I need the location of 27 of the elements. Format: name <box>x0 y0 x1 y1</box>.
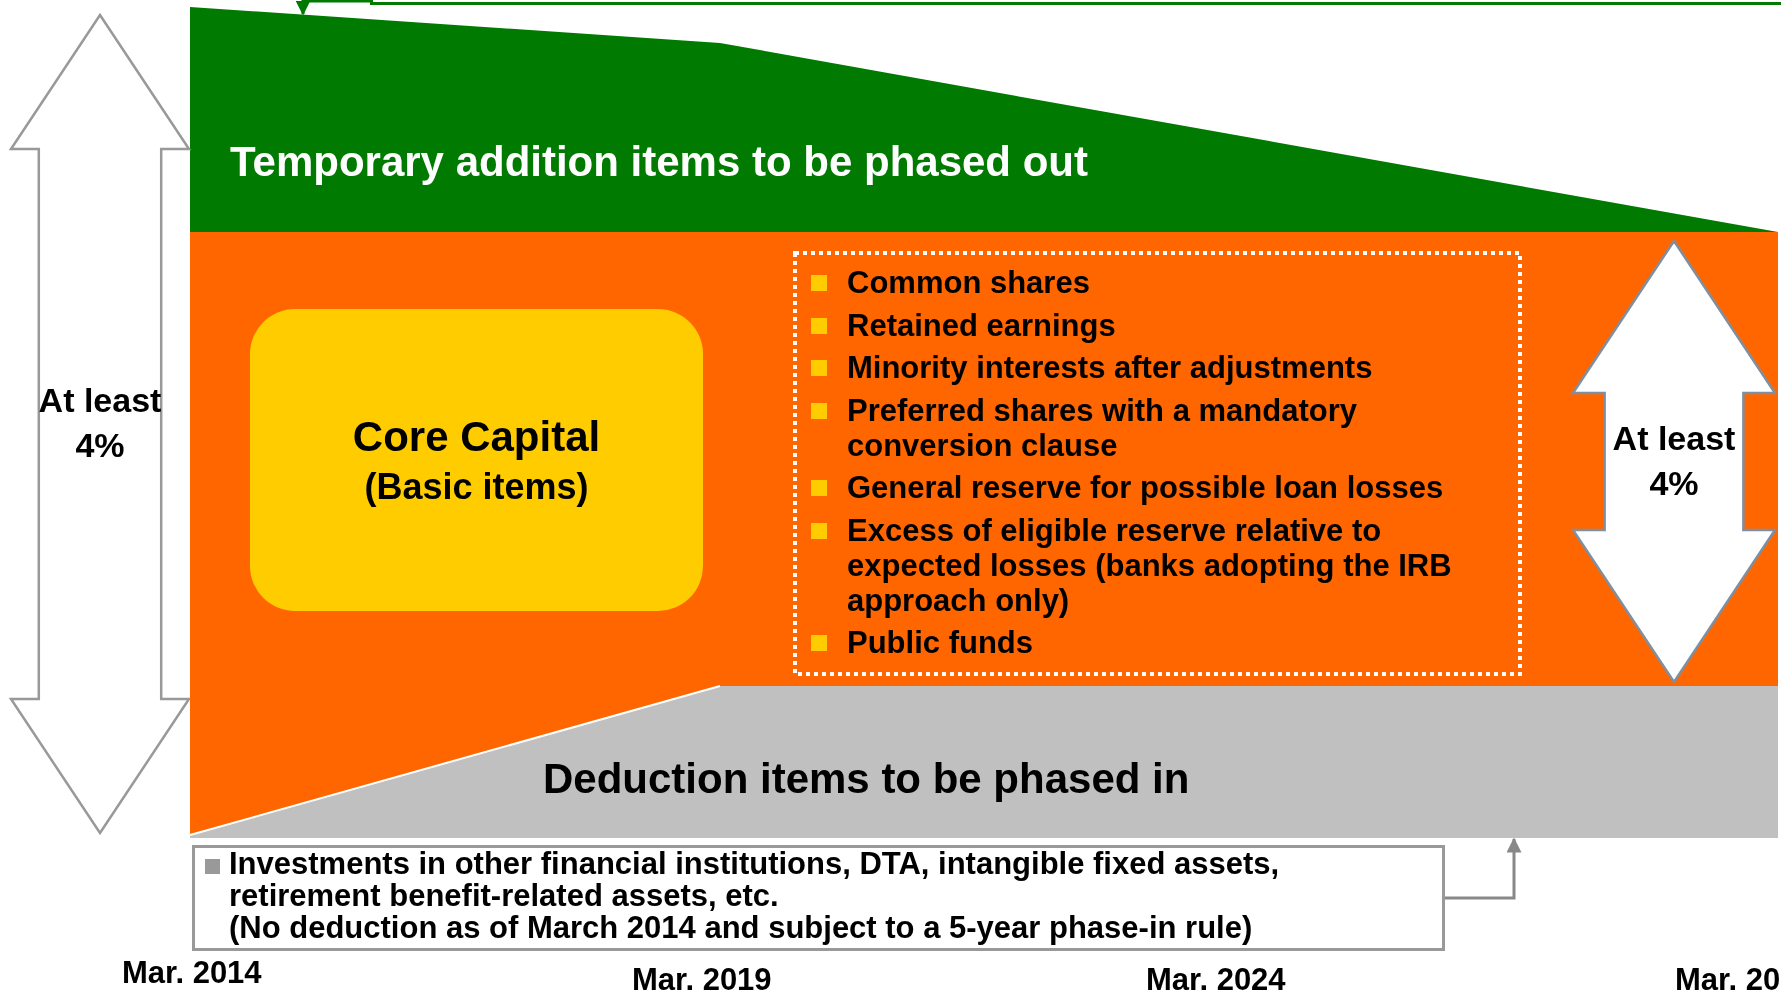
note-text: (No deduction as of March 2014 and subject to a 5-year phase-in rule) <box>229 912 1254 944</box>
list-item: General reserve for possible loan losses <box>847 470 1445 505</box>
items-list-box <box>793 251 1522 676</box>
deduction-band <box>190 686 1778 838</box>
core-capital-box <box>250 309 703 611</box>
date-label: Mar. 20 <box>1675 962 1781 993</box>
arrow-label: At least 4% <box>1611 417 1737 504</box>
date-label: Mar. 2014 <box>122 955 262 991</box>
list-item: Common shares <box>847 265 1091 300</box>
measure-double-arrow <box>1572 240 1776 683</box>
date-label: Mar. 2024 <box>1146 962 1286 993</box>
arrow-label: At least 4% <box>37 380 163 466</box>
band-title: Temporary addition items to be phased out <box>230 138 1088 186</box>
list-item: Preferred shares with a mandatory conversion clause <box>847 392 1358 463</box>
band-title: Deduction items to be phased in <box>543 755 1190 803</box>
note-text: Investments in other financial institutions, DTA, intangible fixed assets, retirement benefit-related assets, etc. <box>229 848 1281 912</box>
list-item: Excess of eligible reserve relative to expected losses (banks adopting the IRB approach only) <box>847 512 1453 618</box>
box-title: Core Capital <box>351 413 602 461</box>
list-item: Public funds <box>847 625 1034 660</box>
note-box <box>192 845 1445 951</box>
list-item: Minority interests after adjustments <box>847 350 1374 385</box>
date-label: Mar. 2019 <box>632 962 772 993</box>
arrow <box>1445 837 1522 900</box>
list-item: Retained earnings <box>847 307 1117 343</box>
box-subtitle: (Basic items) <box>363 466 590 508</box>
double-arrow <box>10 14 190 834</box>
arrow <box>295 0 370 16</box>
